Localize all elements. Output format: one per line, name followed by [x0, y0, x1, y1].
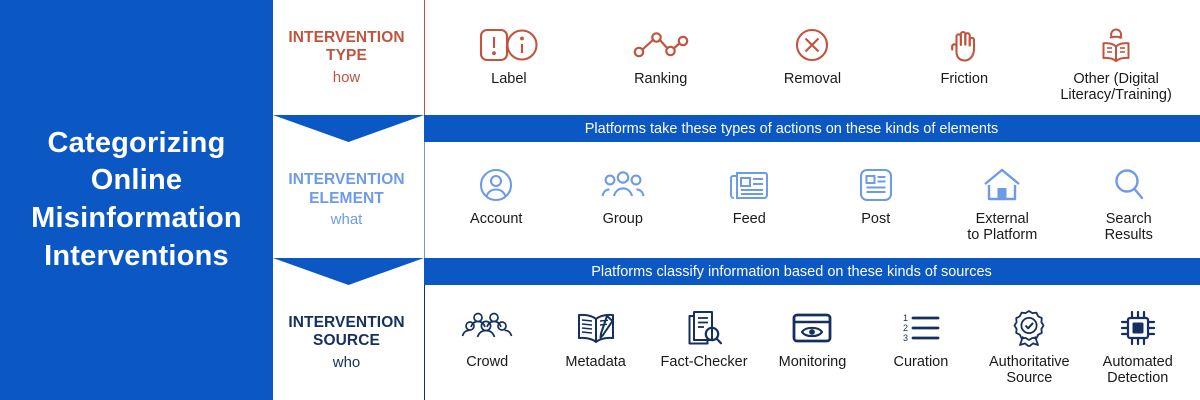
item-caption: Crowd — [466, 354, 509, 370]
item-caption: Search Results — [1104, 211, 1153, 244]
item-caption: Label — [491, 71, 527, 87]
search-magnifier-icon — [1113, 164, 1145, 206]
item-caption: Automated Detection — [1102, 354, 1173, 387]
row-divider-element — [424, 142, 425, 258]
feed-newspaper-icon — [729, 164, 769, 206]
row-intervention-element: INTERVENTION ELEMENT what Account — [273, 142, 1200, 258]
page-title: Categorizing Online Misinformation Inter… — [31, 126, 242, 272]
item-post[interactable]: Post — [822, 164, 930, 227]
item-caption: Account — [470, 211, 523, 227]
post-card-icon — [859, 164, 893, 206]
item-metadata[interactable]: Metadata — [542, 307, 650, 370]
crowd-people-icon — [461, 307, 513, 349]
item-caption: Feed — [732, 211, 766, 227]
row-items-intervention-source: Crowd — [425, 285, 1200, 400]
eye-screen-icon — [792, 307, 832, 349]
item-caption: Other (Digital Literacy/Training) — [1060, 71, 1172, 104]
item-fact-checker[interactable]: Fact-Checker — [650, 307, 758, 370]
row-label-intervention-source: INTERVENTION SOURCE who — [273, 285, 424, 400]
row-label-sub: how — [332, 68, 361, 86]
label-alert-info-icon — [479, 24, 539, 66]
house-icon — [983, 164, 1021, 206]
row-divider-source — [424, 285, 425, 400]
removal-circle-x-icon — [794, 24, 830, 66]
group-people-icon — [600, 164, 646, 206]
item-monitoring[interactable]: Monitoring — [758, 307, 866, 370]
band-text: Platforms take these types of actions on… — [584, 120, 999, 137]
cpu-chip-icon — [1120, 307, 1156, 349]
row-label-main: INTERVENTION SOURCE — [288, 313, 405, 350]
award-ribbon-check-icon — [1011, 307, 1047, 349]
band-text: Platforms classify information based on … — [591, 263, 992, 280]
title-panel: Categorizing Online Misinformation Inter… — [0, 0, 273, 400]
row-label-sub: who — [332, 353, 361, 371]
item-friction[interactable]: Friction — [910, 24, 1018, 87]
row-label-sub: what — [330, 211, 363, 229]
person-reading-book-icon — [1096, 24, 1136, 66]
svg-text:3: 3 — [903, 333, 908, 343]
item-label[interactable]: Label — [455, 24, 563, 87]
row-label-main: INTERVENTION TYPE — [288, 28, 405, 65]
connector-band-sources: Platforms classify information based on … — [273, 258, 1200, 285]
item-caption: Monitoring — [778, 354, 847, 370]
item-caption: External to Platform — [967, 211, 1038, 244]
item-caption: Fact-Checker — [660, 354, 748, 370]
item-other-digital-literacy[interactable]: Other (Digital Literacy/Training) — [1060, 24, 1172, 104]
item-removal[interactable]: Removal — [758, 24, 866, 87]
document-magnifier-icon — [685, 307, 723, 349]
item-caption: Post — [861, 211, 891, 227]
item-caption: Metadata — [565, 354, 626, 370]
item-caption: Group — [602, 211, 643, 227]
item-account[interactable]: Account — [442, 164, 550, 227]
row-items-intervention-element: Account Group — [425, 142, 1200, 258]
item-group[interactable]: Group — [569, 164, 677, 227]
row-intervention-type: INTERVENTION TYPE how — [273, 0, 1200, 115]
numbered-list-icon: 1 2 3 — [901, 307, 941, 349]
item-ranking[interactable]: Ranking — [607, 24, 715, 87]
item-crowd[interactable]: Crowd — [433, 307, 541, 370]
book-pen-icon — [576, 307, 616, 349]
item-caption: Curation — [893, 354, 949, 370]
item-search-results[interactable]: Search Results — [1075, 164, 1183, 243]
item-caption: Authoritative Source — [989, 354, 1070, 387]
svg-text:1: 1 — [903, 313, 908, 323]
svg-text:2: 2 — [903, 323, 908, 333]
item-caption: Ranking — [634, 71, 688, 87]
account-person-circle-icon — [478, 164, 514, 206]
item-authoritative-source[interactable]: Authoritative Source — [975, 307, 1083, 386]
ranking-linechart-icon — [633, 24, 689, 66]
row-items-intervention-type: Label — [425, 0, 1200, 115]
row-label-intervention-type: INTERVENTION TYPE how — [273, 0, 424, 115]
connector-band-actions: Platforms take these types of actions on… — [273, 115, 1200, 142]
item-automated-detection[interactable]: Automated Detection — [1084, 307, 1192, 386]
row-divider-type — [424, 0, 425, 115]
row-label-intervention-element: INTERVENTION ELEMENT what — [273, 142, 424, 258]
row-label-main: INTERVENTION ELEMENT — [288, 171, 405, 207]
item-curation[interactable]: 1 2 3 Curation — [867, 307, 975, 370]
item-caption: Friction — [940, 71, 989, 87]
item-feed[interactable]: Feed — [695, 164, 803, 227]
item-caption: Removal — [783, 71, 842, 87]
item-external-to-platform[interactable]: External to Platform — [948, 164, 1056, 243]
row-intervention-source: INTERVENTION SOURCE who — [273, 285, 1200, 400]
friction-hand-icon — [948, 24, 980, 66]
